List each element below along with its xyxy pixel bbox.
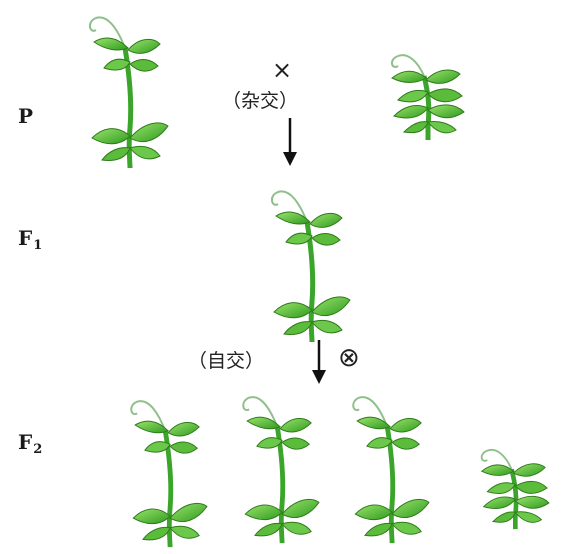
f1-tall-plant: [270, 182, 360, 347]
self-cross-label: （自交）: [188, 350, 265, 372]
p-tall-plant: [88, 8, 178, 173]
generation-label-p: P: [18, 104, 34, 128]
f2-tall-plant-1: [128, 392, 218, 552]
f2-tall-plant-3: [350, 388, 440, 548]
generation-label-f2: F2: [18, 430, 43, 457]
hybrid-label: （杂交）: [222, 90, 299, 112]
f2-tall-plant-2: [240, 388, 330, 548]
arrow-down-icon: [312, 340, 326, 384]
arrow-down-icon: [283, 118, 297, 166]
self-cross-symbol: ⊗: [338, 343, 360, 373]
cross-symbol: ×: [272, 56, 293, 84]
generation-label-f1: F1: [18, 226, 43, 253]
f2-dwarf-plant: [478, 440, 562, 536]
p-dwarf-plant: [388, 46, 478, 146]
